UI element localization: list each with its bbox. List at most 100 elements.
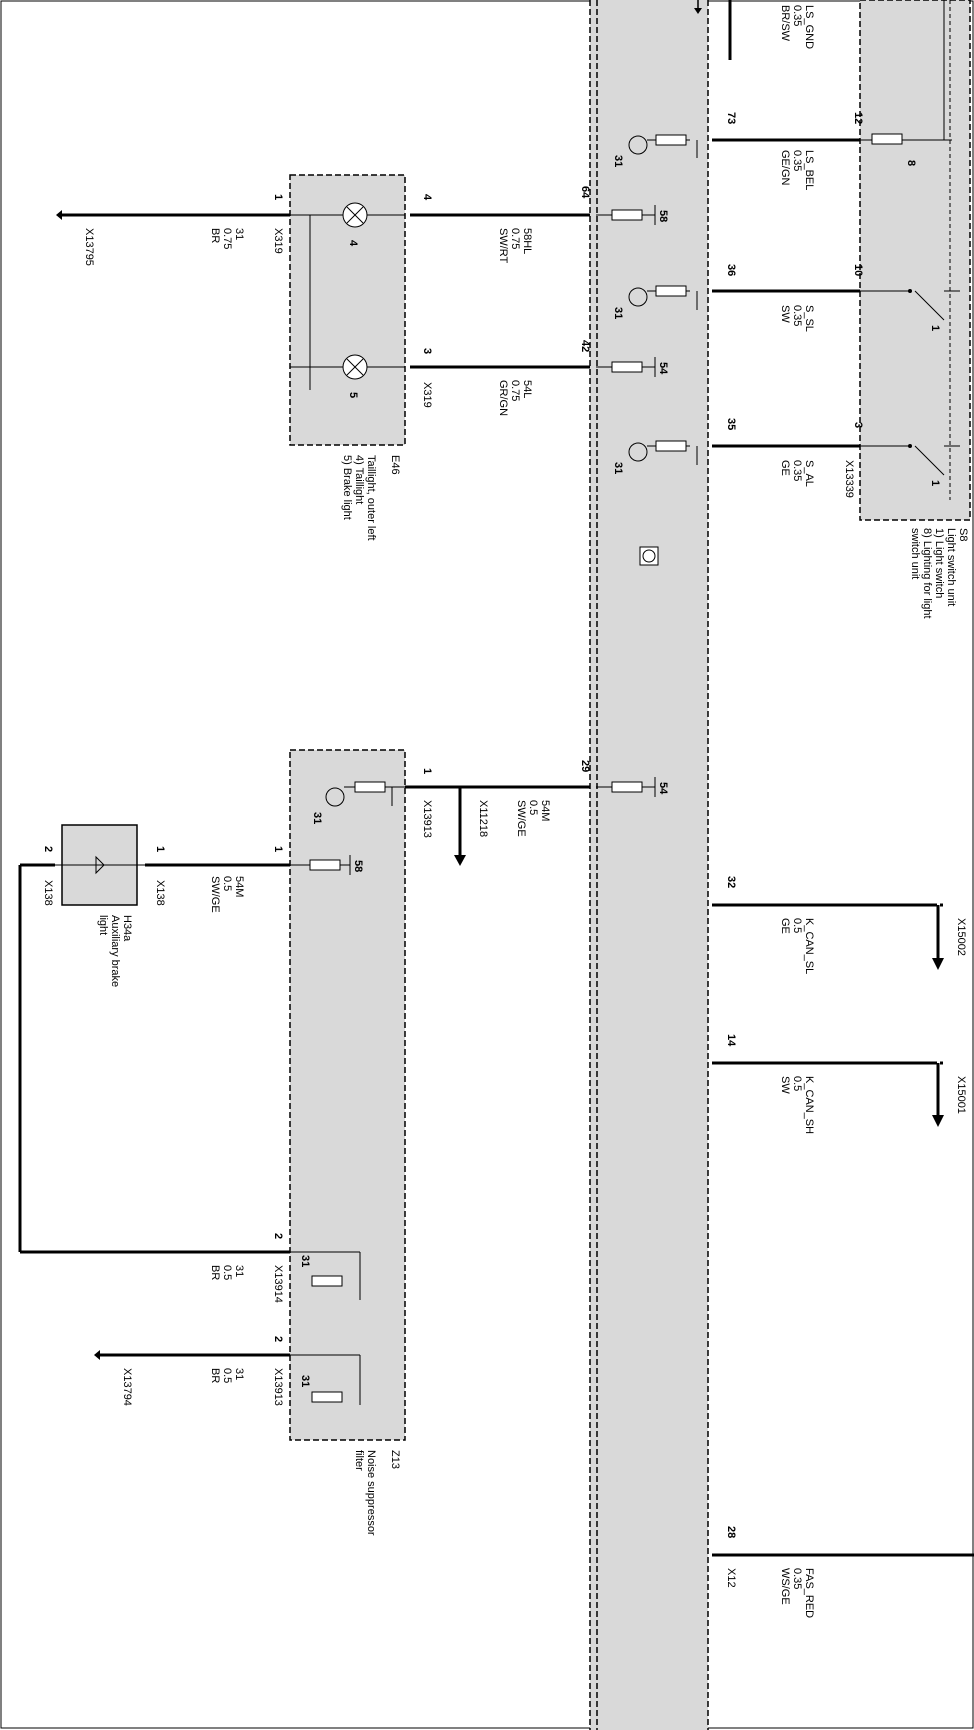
wire-k-can-sl-color: GE <box>779 918 791 934</box>
wire-31-z13a-size: 0.5 <box>221 1265 233 1280</box>
wire-s-al-name: S_AL <box>803 460 815 487</box>
pin-3-s8: 3 <box>852 422 864 428</box>
e46-id: E46 <box>389 455 401 475</box>
wire-k-can-sl-name: K_CAN_SL <box>803 918 815 974</box>
z13-noise-filter-box <box>289 749 406 1441</box>
e46-desc3: 5) Brake light <box>341 455 353 520</box>
filter-54a-label: 54 <box>657 362 669 375</box>
wire-group-s8 <box>712 0 960 500</box>
s8-desc1: Light switch unit <box>945 528 957 606</box>
connector-x13794: X13794 <box>121 1368 133 1406</box>
wire-group-can <box>712 903 974 1557</box>
wire-31-e46-size: 0.75 <box>221 228 233 249</box>
connector-x13913-top: X13913 <box>421 800 433 838</box>
wire-31-z13b-size: 0.5 <box>221 1368 233 1383</box>
wire-s-sl-color: SW <box>779 305 791 323</box>
pin-42: 42 <box>579 340 591 352</box>
wire-54m-a-name: 54M <box>539 800 551 821</box>
connector-x138-b: X138 <box>42 880 54 906</box>
connector-x138-a: X138 <box>154 880 166 906</box>
ground-31-d: 31 <box>311 812 323 824</box>
ground-31-c: 31 <box>612 462 624 474</box>
connector-x11218: X11218 <box>477 800 489 837</box>
connector-x319-a: X319 <box>272 228 284 254</box>
wire-54m-b-size: 0.5 <box>221 876 233 891</box>
ground-31-f: 31 <box>299 1375 311 1387</box>
pin-1-z13-mid: 1 <box>272 846 284 852</box>
connector-x12: X12 <box>725 1568 737 1588</box>
wire-58hl-color: SW/RT <box>497 228 509 264</box>
wire-ls-gnd-name: LS_GND <box>803 5 815 49</box>
connector-x15001: X15001 <box>955 1076 967 1114</box>
ground-31-b: 31 <box>612 307 624 319</box>
pin-4-e46: 4 <box>421 194 433 201</box>
wire-31-e46-name: 31 <box>233 228 245 240</box>
wire-fas-red-size: 0.35 <box>791 1568 803 1589</box>
pin-14: 14 <box>725 1034 737 1047</box>
resistor-8-label: 8 <box>905 160 917 166</box>
filter-54b-label: 54 <box>657 782 669 795</box>
wire-58hl-size: 0.75 <box>509 228 521 249</box>
connector-x13913-bot: X13913 <box>272 1368 284 1406</box>
h34a-desc2: light <box>97 915 109 935</box>
wire-ls-bel-name: LS_BEL <box>803 150 815 190</box>
lamp-5-label: 5 <box>347 392 359 398</box>
control-unit-band <box>590 0 708 1730</box>
pin-64: 64 <box>579 186 591 199</box>
pin-2-h34: 2 <box>42 846 54 852</box>
s8-desc3: 8) Lighting for light <box>921 528 933 619</box>
wire-ls-bel-size: 0.35 <box>791 150 803 171</box>
filter-58z-label: 58 <box>352 860 364 872</box>
connector-x13914: X13914 <box>272 1265 284 1303</box>
z13-desc2: filter <box>353 1450 365 1471</box>
wire-s-sl-name: S_SL <box>803 305 815 332</box>
wire-54m-a-size: 0.5 <box>527 800 539 815</box>
wire-s-sl-size: 0.35 <box>791 305 803 326</box>
wire-31-z13b-color: BR <box>209 1368 221 1383</box>
s8-id: S8 <box>957 528 969 541</box>
connector-x319-b: X319 <box>421 382 433 408</box>
pin-1-e46: 1 <box>272 194 284 200</box>
pin-3-e46: 3 <box>421 348 433 354</box>
wire-ls-bel-color: GE/GN <box>779 150 791 186</box>
z13-desc1: Noise suppressor <box>365 1450 377 1536</box>
wire-31-z13a-color: BR <box>209 1265 221 1280</box>
wire-s-al-size: 0.35 <box>791 460 803 481</box>
wire-s-al-color: GE <box>779 460 791 476</box>
wire-k-can-sl-size: 0.5 <box>791 918 803 933</box>
pin-1-z13-top: 1 <box>421 768 433 774</box>
h34a-desc1: Auxiliary brake <box>109 915 121 987</box>
connector-x15002: X15002 <box>955 918 967 956</box>
wire-fas-red-color: WS/GE <box>779 1568 791 1605</box>
connector-x13795: X13795 <box>83 228 95 266</box>
s8-desc4: switch unit <box>909 528 921 579</box>
z13-id: Z13 <box>389 1450 401 1469</box>
s8-desc2: 1) Light switch <box>933 528 945 598</box>
wire-k-can-sh-size: 0.5 <box>791 1076 803 1091</box>
wire-fas-red-name: FAS_RED <box>803 1568 815 1618</box>
wire-54m-b-color: SW/GE <box>209 876 221 913</box>
ground-31-e: 31 <box>299 1255 311 1267</box>
wire-54l-size: 0.75 <box>509 380 521 401</box>
switch-1b-label: 1 <box>929 480 941 486</box>
pin-12: 12 <box>852 112 864 124</box>
wire-group-e46 <box>62 213 590 369</box>
wire-54l-color: GR/GN <box>497 380 509 416</box>
filter-group <box>596 205 656 797</box>
wire-31-z13b-name: 31 <box>233 1368 245 1380</box>
wire-k-can-sh-name: K_CAN_SH <box>803 1076 815 1134</box>
e46-desc2: 4) Taillight <box>353 455 365 504</box>
wire-54m-b-name: 54M <box>233 876 245 897</box>
pin-2-z13-b: 2 <box>272 1336 284 1342</box>
filter-58-label: 58 <box>657 210 669 222</box>
h34a-id: H34a <box>121 915 133 942</box>
connector-x13339: X13339 <box>843 460 855 498</box>
wire-k-can-sh-color: SW <box>779 1076 791 1094</box>
switch-1a-label: 1 <box>929 325 941 331</box>
pin-1-h34: 1 <box>154 846 166 852</box>
pin-28: 28 <box>725 1526 737 1538</box>
e46-internal <box>290 202 405 390</box>
wire-31-z13a-name: 31 <box>233 1265 245 1277</box>
